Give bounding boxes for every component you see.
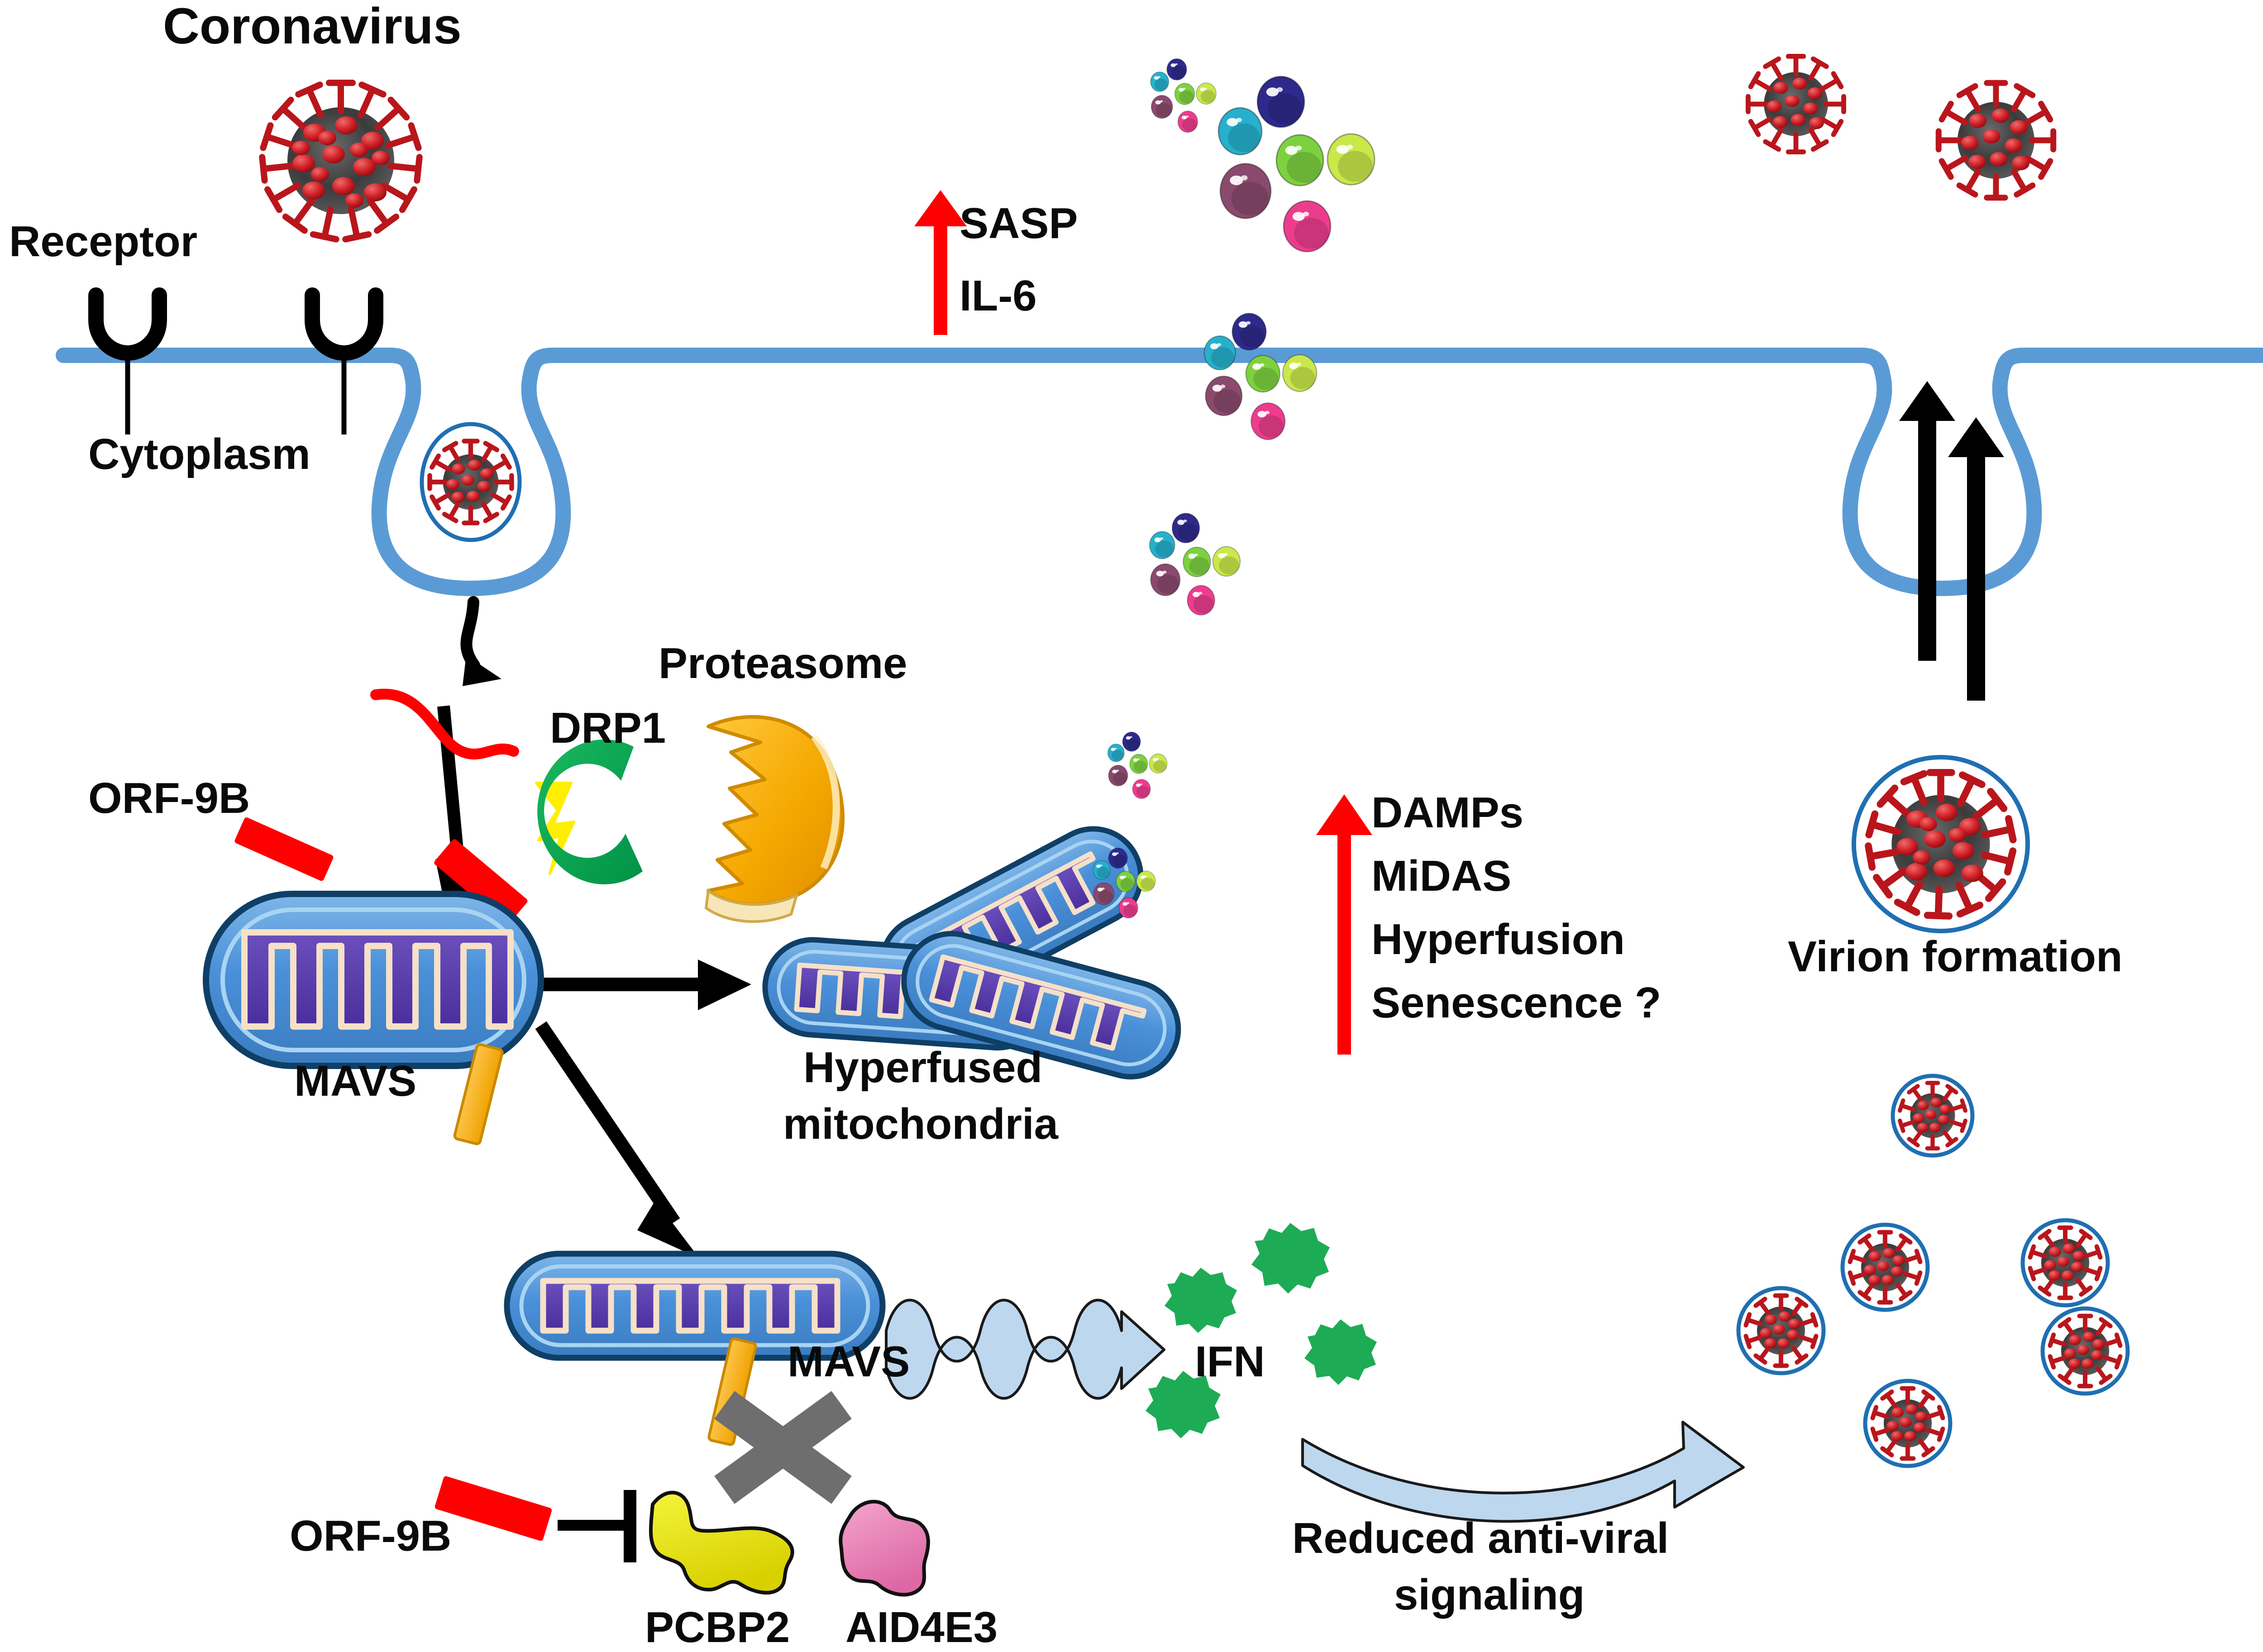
cytokine-cluster-intracellular-lower <box>1149 513 1241 616</box>
cytokine-cluster-extracellular-large <box>1217 76 1375 253</box>
receptor-left <box>88 287 167 434</box>
receptor-right <box>305 287 383 434</box>
hyperfused-label-line1: Hyperfused <box>803 1043 1043 1092</box>
proteasome-icon <box>704 715 845 923</box>
coronavirus-particle-topright-a <box>1745 53 1847 155</box>
virion-formation-particle <box>1865 769 2017 920</box>
orf9b-bar-mito <box>434 839 528 925</box>
page-title: Coronavirus <box>163 0 462 54</box>
senescence-label: Senescence ? <box>1371 979 1661 1027</box>
drp1-protein <box>537 739 643 884</box>
lightning-bolt-icon <box>535 782 575 875</box>
coronavirus-particle-main <box>259 80 423 243</box>
virion-export-arrow-1 <box>1899 381 1955 661</box>
cytokine-spheres <box>1093 58 1375 919</box>
pcbp2-protein <box>649 1490 794 1595</box>
reduced-signaling-arrow <box>1301 1421 1745 1523</box>
midas-label: MiDAS <box>1371 852 1512 900</box>
mavs-label-bottom: MAVS <box>788 1337 910 1386</box>
aid4e3-label: AID4E3 <box>845 1603 998 1652</box>
pcbp2-label: PCBP2 <box>645 1603 790 1652</box>
free-virion-group <box>1743 1081 2123 1461</box>
cytokine-cluster-near-hyperfused-lower <box>1093 847 1156 919</box>
proteasome-label: Proteasome <box>659 639 907 688</box>
reduced-signaling-label-line1: Reduced anti-viral <box>1292 1514 1669 1562</box>
virion-in-endosome <box>427 439 514 525</box>
cytokine-cluster-near-hyperfused-upper <box>1107 731 1168 799</box>
coronavirus-particle-topright-b <box>1935 80 2057 201</box>
virion-formation-label: Virion formation <box>1788 932 2123 981</box>
ifn-molecules <box>1146 1223 1377 1438</box>
mito-to-hyperfused-arrow <box>536 960 751 1010</box>
orf9b-bar-top <box>234 817 334 881</box>
virion-export-arrow-2 <box>1948 417 2004 701</box>
sasp-up-arrow <box>914 190 967 335</box>
mitochondrion-lower <box>504 1251 886 1361</box>
drp1-label: DRP1 <box>550 704 666 752</box>
ifn-signal-wave <box>885 1299 1165 1400</box>
damps-label: DAMPs <box>1371 788 1524 837</box>
aid4e3-protein <box>839 1499 930 1597</box>
mito-to-lower-mito-arrow <box>535 1021 699 1258</box>
orf9b-label-top: ORF-9B <box>88 774 250 822</box>
orf9b-bar-bottom <box>434 1476 552 1541</box>
receptor-label: Receptor <box>9 217 198 266</box>
inhibition-connector <box>558 1490 636 1562</box>
damps-up-arrow <box>1316 794 1372 1055</box>
il6-label: IL-6 <box>960 272 1037 320</box>
cytoplasm-label: Cytoplasm <box>88 430 310 478</box>
orf9b-label-bottom: ORF-9B <box>290 1512 452 1560</box>
endosome-ring <box>420 422 522 542</box>
sasp-label: SASP <box>960 199 1078 248</box>
free-virion-rings <box>1736 1074 2130 1468</box>
viral-rna-strand <box>370 688 519 759</box>
mitochondrion-main <box>203 891 544 1069</box>
blocked-interaction-cross-icon <box>714 1391 852 1504</box>
virion-formation-ring <box>1852 755 2030 933</box>
hyperfused-label-line2: mitochondria <box>783 1100 1059 1148</box>
cytokine-cluster-extracellular-small-upper <box>1150 58 1217 133</box>
endosome-release-arrow <box>460 596 501 686</box>
mavs-label-top: MAVS <box>294 1057 417 1105</box>
cytokine-cluster-intracellular-upper <box>1203 313 1318 440</box>
ifn-label: IFN <box>1195 1337 1265 1386</box>
mavs-bar-main <box>453 1043 504 1146</box>
hyperfusion-label: Hyperfusion <box>1371 915 1625 964</box>
reduced-signaling-label-line2: signaling <box>1394 1571 1585 1619</box>
hyperfused-mitochondrion-c <box>901 931 1181 1080</box>
